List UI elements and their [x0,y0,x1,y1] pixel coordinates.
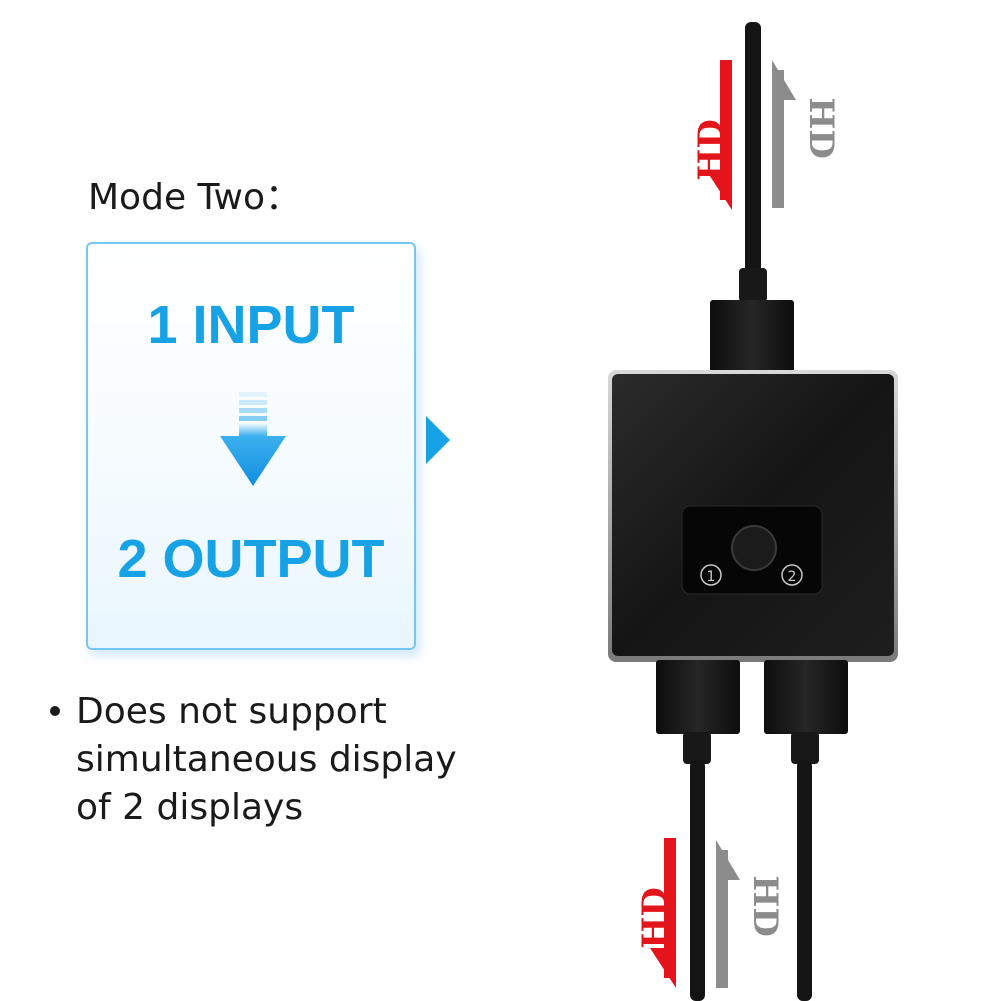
output-label: 2 OUTPUT [117,529,385,589]
bullet-icon [50,706,60,716]
hd-label-bottom-gray: HD [745,875,785,937]
note-text: Does not support simultaneous display of… [76,691,457,828]
signal-up-arrow-bottom: HD [716,840,785,988]
right-triangle-icon [426,416,450,464]
down-arrow-icon [220,392,286,486]
port-1-label: 1 [707,569,716,585]
hd-label-top-gray: HD [801,97,841,159]
output-cable-1 [690,760,705,1001]
output-plug-1 [656,660,740,734]
hd-label-bottom-red: HD [635,887,675,949]
signal-up-arrow-top: HD [772,60,841,208]
port-2-label: 2 [788,569,797,585]
mode-diagram-box: 1 INPUT 2 OUTPUT [86,242,416,650]
mode-title: Mode Two： [88,177,302,218]
port-2-indicator [781,564,803,586]
signal-down-arrow-bottom: HD [635,838,676,988]
select-button [731,525,777,571]
input-label: 1 INPUT [147,295,355,355]
input-cable [745,22,761,302]
output-plug-2 [764,660,848,734]
hd-label-top-red: HD [691,119,731,181]
output-cable-2 [797,760,812,1001]
input-plug [710,300,794,372]
port-1-indicator [700,564,722,586]
signal-down-arrow-top: HD [691,60,732,210]
